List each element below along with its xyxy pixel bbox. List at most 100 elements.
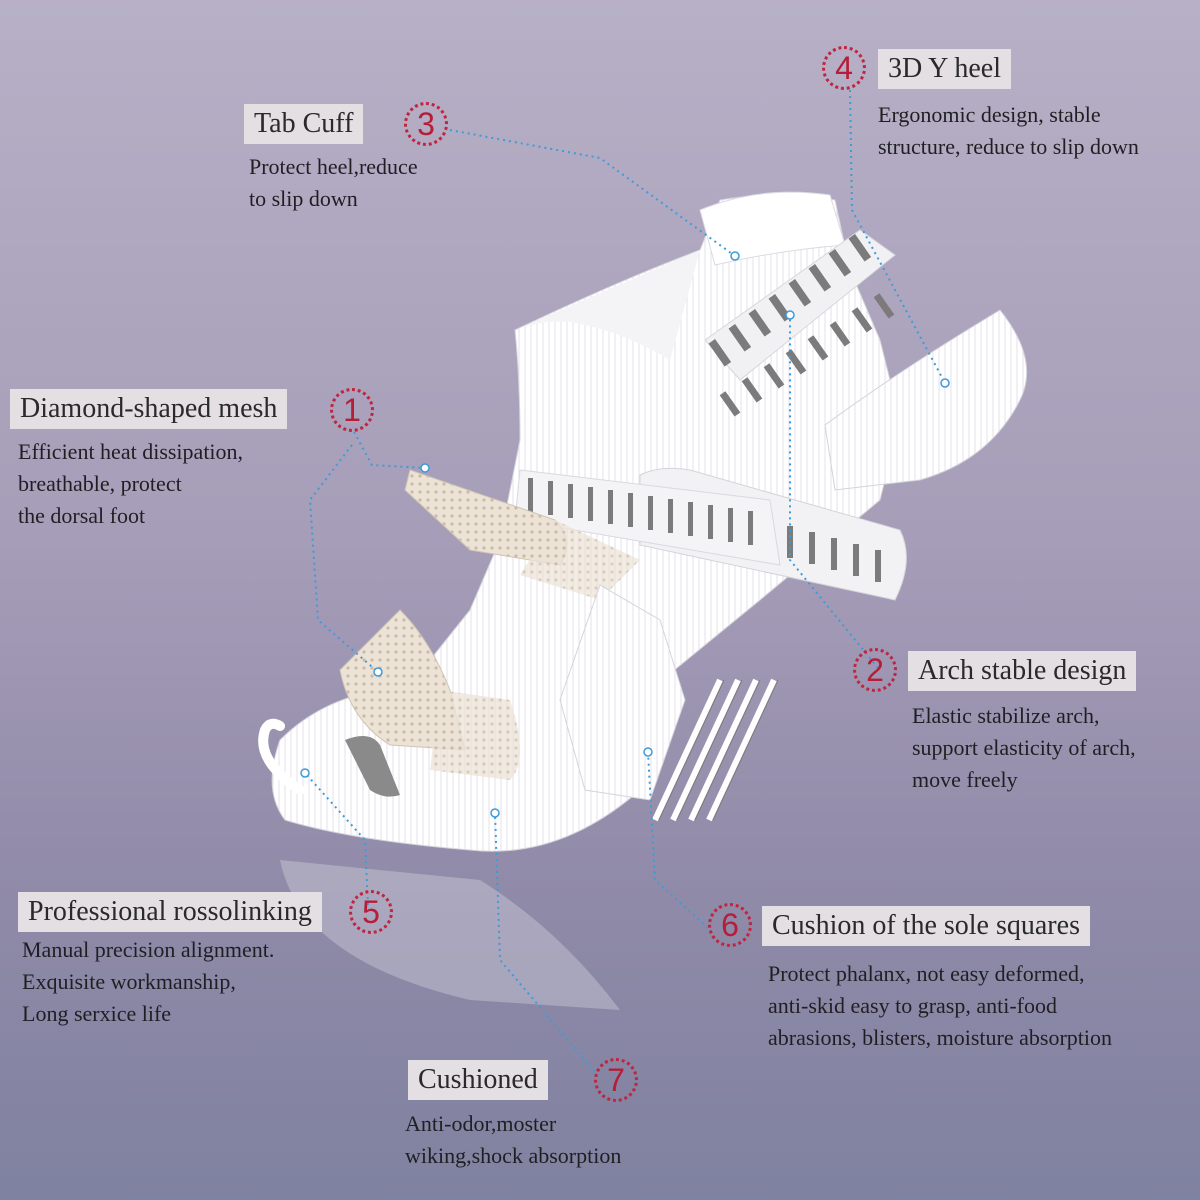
feature-desc-line: Long serxice life [22, 1001, 172, 1026]
heel-stripe [728, 324, 752, 352]
arch-stripe [853, 544, 859, 576]
feature-desc-line: breathable, protect [18, 471, 182, 496]
feature-desc-5: Manual precision alignment. Exquisite wo… [22, 934, 274, 1030]
feature-desc-line: wiking,shock absorption [405, 1143, 622, 1168]
instep-stripe-band [514, 469, 781, 566]
feature-desc-6: Protect phalanx, not easy deformed, anti… [768, 958, 1112, 1054]
feature-desc-4: Ergonomic design, stable structure, redu… [878, 99, 1139, 163]
heel-stripe [741, 377, 763, 403]
instep-stripe [688, 502, 693, 536]
leader-dot [940, 378, 950, 388]
heel-stripe [807, 335, 829, 361]
leader-dot [643, 747, 653, 757]
feature-title-3: Tab Cuff [244, 104, 364, 144]
sole-line [652, 678, 723, 822]
feature-desc-line: the dorsal foot [18, 503, 146, 528]
feature-desc-line: Elastic stabilize arch, [912, 703, 1100, 728]
feature-desc-line: Exquisite workmanship, [22, 969, 236, 994]
instep-stripe [708, 505, 713, 539]
feature-desc-line: support elasticity of arch, [912, 735, 1136, 760]
feature-desc-2: Elastic stabilize arch, support elastici… [912, 700, 1136, 796]
arch-stripe [831, 538, 837, 570]
leader-dot [785, 310, 795, 320]
instep-stripe [548, 481, 553, 515]
instep-stripe [648, 496, 653, 530]
leader-dot [420, 463, 430, 473]
toe-mesh-piece [339, 609, 520, 780]
feature-badge-1: 1 [330, 388, 374, 432]
feature-desc-line: to slip down [249, 186, 358, 211]
heel-stripe [708, 339, 732, 367]
sole-line [658, 679, 725, 821]
feature-desc-line: anti-skid easy to grasp, anti-food [768, 993, 1057, 1018]
arch-stripe [875, 550, 881, 582]
instep-stripe [728, 508, 733, 542]
leader-line [647, 751, 709, 929]
mesh-panel [404, 469, 640, 600]
feature-title-7: Cushioned [408, 1060, 548, 1100]
feature-badge-7: 7 [594, 1058, 638, 1102]
feature-badge-6: 6 [708, 903, 752, 947]
heel-stripe [788, 279, 812, 307]
feature-desc-line: move freely [912, 767, 1018, 792]
leader-line [353, 431, 426, 469]
feature-desc-line: Efficient heat dissipation, [18, 439, 244, 464]
heel-part [824, 309, 1028, 491]
sole-line [694, 679, 761, 821]
instep-stripe [608, 490, 613, 524]
leader-dot [730, 251, 740, 261]
feature-desc-line: Protect phalanx, not easy deformed, [768, 961, 1085, 986]
sole-line [688, 678, 759, 822]
leader-line [849, 89, 946, 384]
leader-line [494, 812, 596, 1073]
instep-stripe [568, 484, 573, 518]
feature-desc-line: abrasions, blisters, moisture absorption [768, 1025, 1113, 1050]
arch-stripe [809, 532, 815, 564]
feature-badge-4: 4 [822, 46, 866, 90]
feature-desc-7: Anti-odor,moster wiking,shock absorption [405, 1108, 621, 1172]
toe-stripe [345, 736, 400, 797]
leader-dot [490, 808, 500, 818]
leader-line [789, 315, 879, 669]
sole-line [712, 679, 779, 821]
feature-desc-line: Ergonomic design, stable [878, 102, 1101, 127]
feature-title-1: Diamond-shaped mesh [10, 389, 288, 429]
instep-stripe [528, 478, 533, 512]
feature-desc-3: Protect heel,reduce to slip down [249, 151, 418, 215]
feature-title-6: Cushion of the sole squares [762, 906, 1090, 946]
feature-desc-line: Anti-odor,moster [405, 1111, 557, 1136]
feature-title-2: Arch stable design [908, 651, 1137, 691]
leader-dot [373, 667, 383, 677]
heel-stripe [851, 307, 873, 333]
leader-line [308, 444, 379, 673]
heel-stripe-band [704, 229, 896, 417]
heel-stripe [829, 321, 851, 347]
heel-stripe [848, 234, 872, 262]
feature-desc-1: Efficient heat dissipation, breathable, … [18, 436, 243, 532]
sole-line [676, 679, 743, 821]
rosso-link-hook [258, 718, 305, 795]
feature-desc-line: Manual precision alignment. [22, 937, 275, 962]
heel-stripe [808, 264, 832, 292]
instep-stripe [748, 511, 753, 545]
sole-line [706, 678, 777, 822]
instep-stripe [668, 499, 673, 533]
sole-line [670, 678, 741, 822]
instep-stripe [628, 493, 633, 527]
feature-desc-line: Protect heel,reduce [249, 154, 418, 179]
leader-dot [300, 768, 310, 778]
feature-badge-3: 3 [404, 102, 448, 146]
heel-stripe [719, 391, 741, 417]
feature-title-5: Professional rossolinking [18, 892, 322, 932]
feature-desc-line: structure, reduce to slip down [878, 134, 1139, 159]
sock-reflection [280, 860, 620, 1010]
leader-line [449, 129, 736, 257]
heel-stripe [748, 309, 772, 337]
heel-stripe [763, 363, 785, 389]
feature-badge-2: 2 [853, 648, 897, 692]
heel-stripe [828, 249, 852, 277]
instep-stripe [588, 487, 593, 521]
feature-badge-5: 5 [349, 890, 393, 934]
